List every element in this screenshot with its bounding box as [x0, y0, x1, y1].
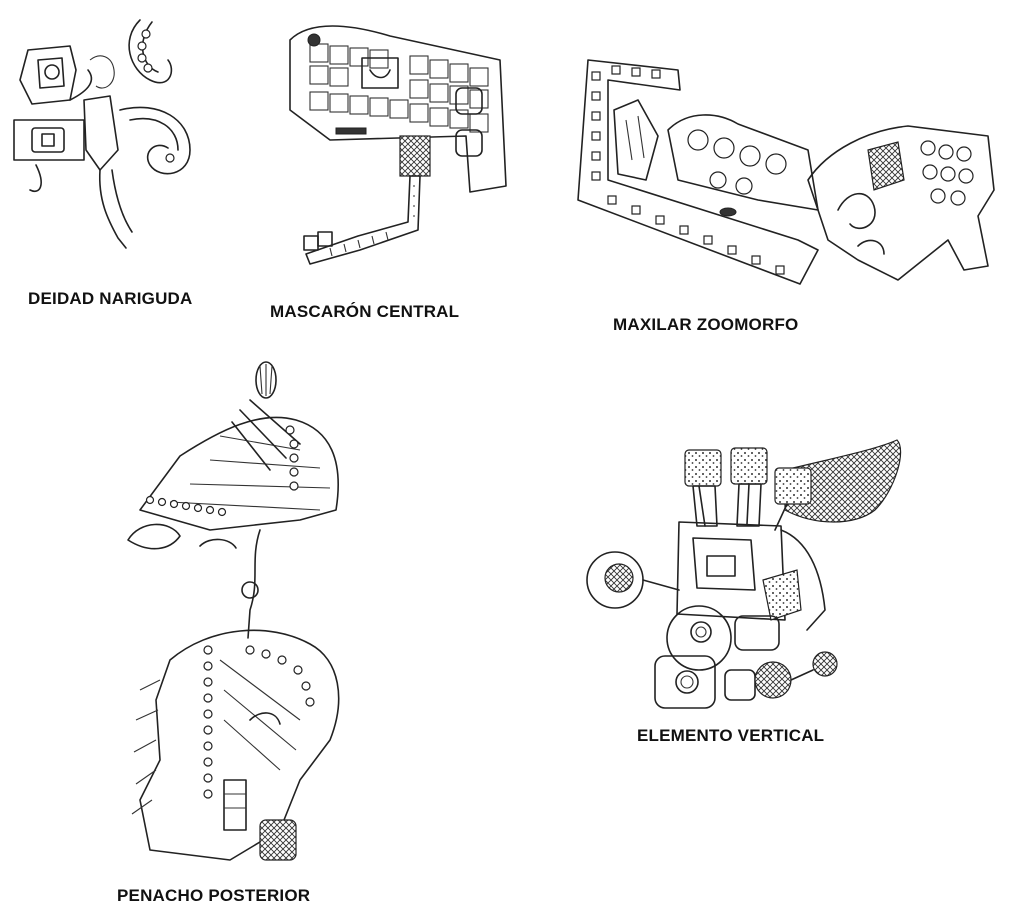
jaw-beads — [591, 65, 785, 275]
mascaron-grid-cells — [309, 43, 489, 133]
upper-plume-beads — [145, 425, 299, 517]
penacho-posterior-figure: PENACHO POSTERIOR — [100, 360, 370, 910]
elemento-vertical-figure: ELEMENTO VERTICAL — [575, 430, 915, 760]
mascaron-central-drawing — [289, 25, 507, 265]
caption-mascaron-central: MASCARÓN CENTRAL — [270, 302, 460, 321]
lower-plume-beads — [203, 645, 315, 799]
nose-beads — [137, 29, 153, 73]
caption-elemento-vertical: ELEMENTO VERTICAL — [637, 726, 825, 745]
maxilar-zoomorfo-drawing — [577, 59, 995, 285]
penacho-posterior-drawing — [127, 361, 340, 861]
serpent-scales — [920, 140, 974, 206]
maxilar-zoomorfo-figure: MAXILAR ZOOMORFO — [568, 40, 1018, 340]
elemento-vertical-drawing — [586, 439, 902, 709]
mascaron-central-figure: MASCARÓN CENTRAL — [270, 0, 520, 330]
caption-deidad-nariguda: DEIDAD NARIGUDA — [28, 289, 193, 308]
caption-maxilar-zoomorfo: MAXILAR ZOOMORFO — [613, 315, 799, 334]
deidad-nariguda-figure: DEIDAD NARIGUDA — [0, 0, 220, 310]
deidad-nariguda-drawing — [13, 19, 191, 249]
caption-penacho-posterior: PENACHO POSTERIOR — [117, 886, 311, 905]
